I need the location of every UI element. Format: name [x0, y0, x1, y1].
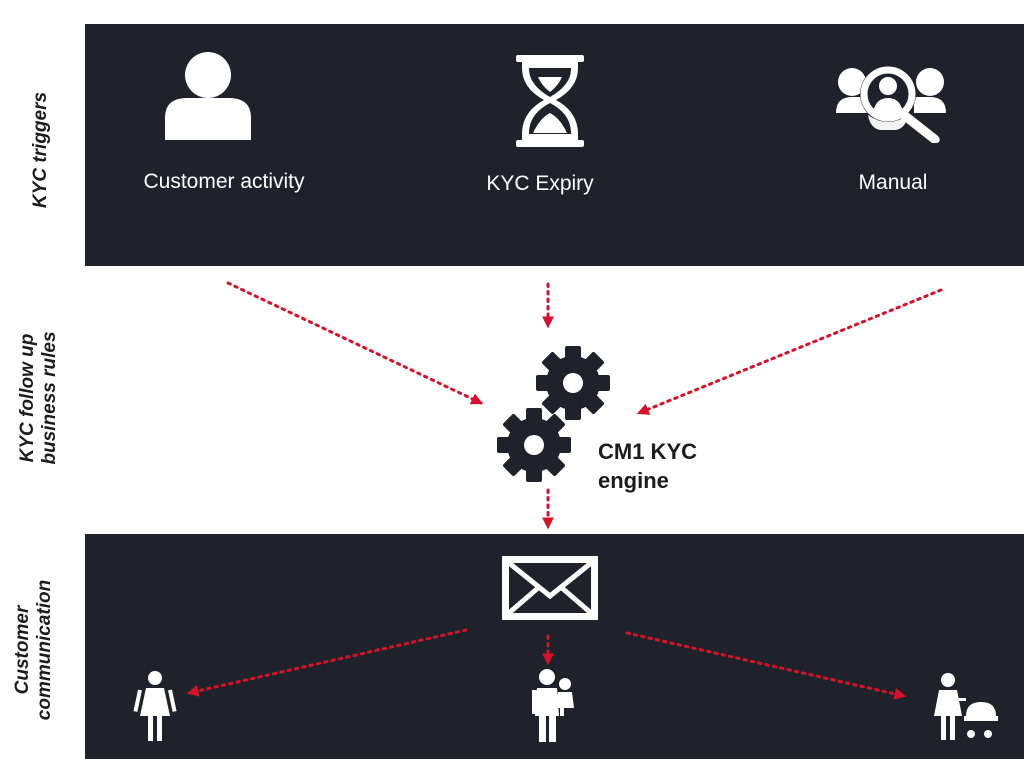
gears-icon: [497, 346, 610, 482]
engine-label: CM1 KYC engine: [598, 437, 697, 495]
arrow-envelope-to-woman: [186, 628, 468, 697]
group-search-icon: [836, 66, 946, 143]
trigger-label-customer-activity: Customer activity: [143, 170, 305, 193]
gear-large-top: [536, 346, 610, 420]
trigger-label-manual: Manual: [858, 171, 928, 194]
engine-label-line-1: CM1 KYC: [598, 439, 698, 464]
woman-icon: [133, 671, 177, 741]
person-icon: [165, 52, 251, 140]
gear-large-bottom: [497, 408, 571, 482]
engine-label-line-2: engine: [598, 468, 669, 493]
flow-arrows: [186, 281, 943, 700]
trigger-label-kyc-expiry: KYC Expiry: [486, 172, 594, 195]
hourglass-icon: [516, 55, 584, 147]
arrow-manual-to-engine: [636, 288, 943, 415]
woman-with-stroller-icon: [934, 673, 998, 740]
envelope-icon: [502, 556, 598, 620]
parent-with-child-icon: [532, 669, 574, 742]
arrow-envelope-to-woman-with-stroller: [625, 631, 907, 700]
arrow-customer-activity-to-engine: [226, 281, 484, 405]
